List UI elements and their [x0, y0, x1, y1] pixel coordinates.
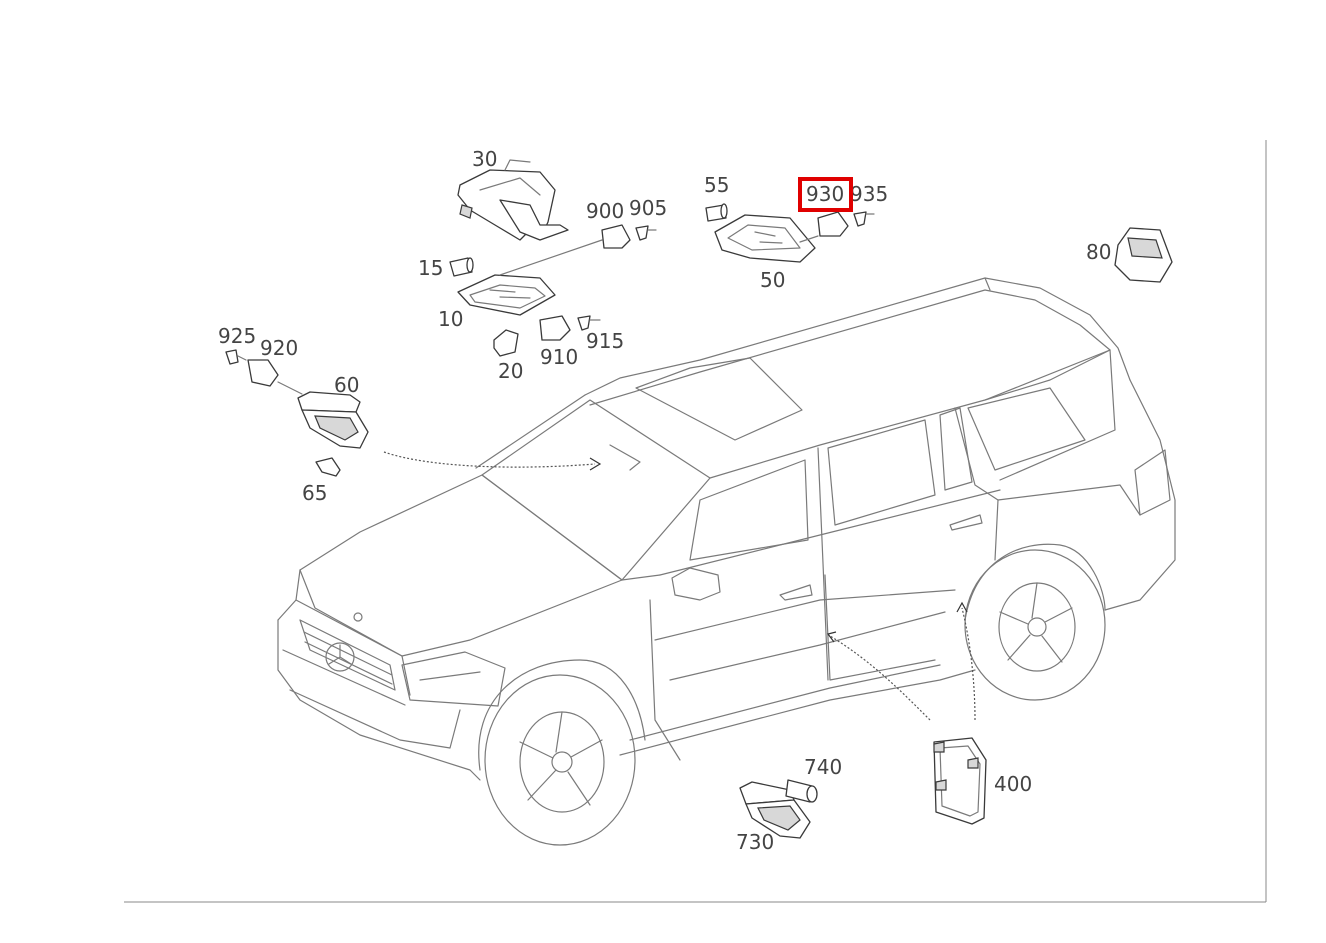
part-900-lamp-housing	[499, 224, 657, 276]
callout-60: 60	[334, 373, 359, 397]
callout-labels: 30 900 905 55 930 935 15 10 80 50 925 92…	[218, 147, 1111, 854]
part-740-bulb	[785, 779, 818, 803]
callout-930: 930	[806, 182, 844, 206]
callout-935: 935	[850, 182, 888, 206]
callout-905: 905	[629, 196, 667, 220]
callout-50: 50	[760, 268, 785, 292]
part-80-rear-lamp	[1114, 227, 1173, 283]
part-10-overhead-console	[457, 274, 556, 316]
part-910-lamp-housing	[539, 315, 601, 341]
callout-15: 15	[418, 256, 443, 280]
callout-925: 925	[218, 324, 256, 348]
callout-30: 30	[472, 147, 497, 171]
part-20-switch	[493, 329, 519, 357]
callout-80: 80	[1086, 240, 1111, 264]
part-55-bulb	[705, 203, 728, 222]
highlight-box-930	[798, 177, 853, 212]
part-400-control-unit	[933, 737, 987, 825]
part-930-lamp-housing	[799, 211, 875, 243]
part-920-lamp-housing	[225, 349, 303, 395]
callout-65: 65	[302, 481, 327, 505]
part-50-reading-lamp	[714, 214, 816, 263]
vehicle-outline	[277, 277, 1176, 846]
part-60-door-lamp	[297, 391, 369, 449]
callout-55: 55	[704, 173, 729, 197]
part-15-bulb	[449, 257, 474, 277]
callout-10: 10	[438, 307, 463, 331]
callout-920: 920	[260, 336, 298, 360]
callout-730: 730	[736, 830, 774, 854]
callout-910: 910	[540, 345, 578, 369]
part-30-bracket	[457, 159, 569, 241]
callout-740: 740	[804, 755, 842, 779]
callout-915: 915	[586, 329, 624, 353]
part-730-footwell-lamp	[739, 781, 811, 839]
part-65-lens	[315, 457, 341, 477]
pointer-arrows	[383, 451, 976, 721]
callout-400: 400	[994, 772, 1032, 796]
callout-20: 20	[498, 359, 523, 383]
callout-900: 900	[586, 199, 624, 223]
